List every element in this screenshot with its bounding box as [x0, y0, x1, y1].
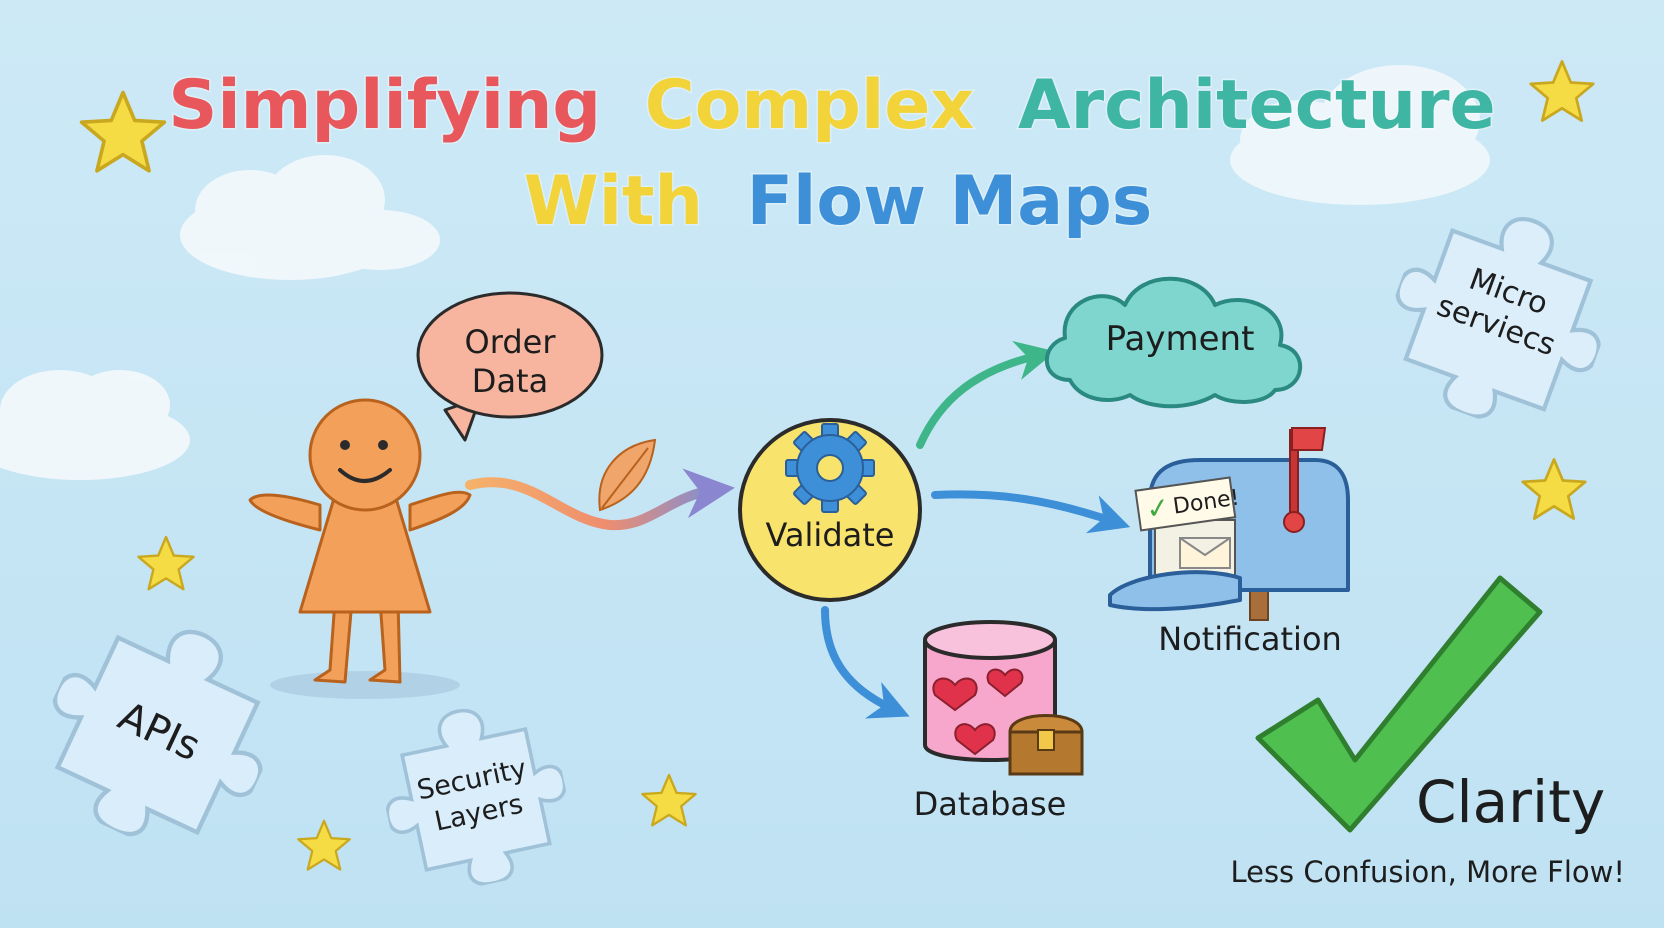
gear-icon — [785, 423, 875, 513]
flow-arrow-to-payment — [916, 340, 1056, 449]
mailbox-icon: ✓ Done! Notification — [1108, 427, 1350, 658]
clarity-subtitle: Less Confusion, More Flow! — [1230, 855, 1625, 889]
flow-arrow-to-notification — [931, 490, 1131, 534]
data-flow-arrow — [465, 468, 735, 531]
title-word: Simplifying — [168, 66, 601, 145]
puzzle-piece-microservices: Micro serviecs — [1365, 185, 1632, 449]
database-label: Database — [914, 785, 1067, 823]
user-figure-icon — [248, 398, 472, 699]
title-word: Complex — [645, 66, 974, 145]
bubble-text: Data — [472, 362, 548, 400]
title-word: Architecture — [1018, 66, 1496, 145]
cloud-icon — [180, 155, 440, 280]
heart-icon — [932, 668, 1024, 756]
clarity-title: Clarity — [1416, 768, 1605, 836]
validate-node: Validate — [738, 418, 922, 602]
notification-label: Notification — [1158, 620, 1342, 658]
page-title: Simplifying Complex Architecture — [168, 66, 1495, 145]
cloud-icon — [1230, 65, 1490, 205]
database-icon: Database — [914, 620, 1084, 823]
page-title-line2: With Flow Maps — [524, 162, 1153, 241]
payment-label: Payment — [1106, 319, 1255, 359]
check-mark-icon — [1255, 575, 1543, 833]
puzzle-piece-security: Security Layers — [368, 690, 582, 902]
speech-bubble: Order Data — [416, 291, 604, 442]
done-note: ✓ Done! — [1134, 476, 1241, 532]
bubble-text: Order — [465, 323, 557, 361]
payment-cloud-icon: Payment — [1044, 276, 1303, 409]
validate-label: Validate — [766, 516, 895, 554]
check-mark-icon: ✓ — [1144, 490, 1172, 526]
flow-arrow-to-database — [821, 606, 910, 719]
title-word: With — [524, 162, 703, 241]
cloud-icon — [0, 370, 190, 480]
leaf-icon — [598, 438, 657, 512]
title-word: Flow Maps — [747, 162, 1153, 241]
puzzle-piece-apis: APIs — [14, 589, 304, 876]
treasure-chest-icon — [1008, 714, 1084, 776]
